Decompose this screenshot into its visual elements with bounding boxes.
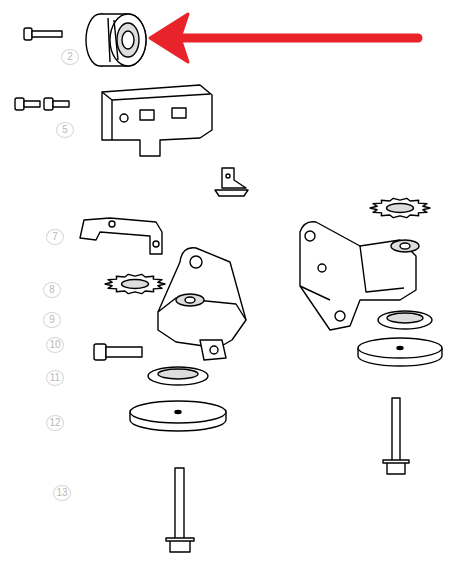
strap-bracket bbox=[80, 218, 162, 254]
washer-teeth bbox=[370, 198, 430, 217]
left-mount bbox=[158, 248, 246, 360]
clip bbox=[215, 168, 248, 196]
callout-number: 9 bbox=[43, 312, 61, 328]
long-bolt bbox=[166, 398, 409, 552]
washer-hole bbox=[387, 204, 414, 213]
bushing bbox=[86, 14, 146, 66]
callout-number: 2 bbox=[61, 49, 79, 65]
bolt bbox=[24, 28, 62, 40]
callout-number: 13 bbox=[53, 485, 71, 501]
washer-hole bbox=[122, 280, 149, 289]
callout-number: 12 bbox=[46, 415, 64, 431]
side-bolt bbox=[94, 344, 142, 360]
callout-number: 8 bbox=[43, 282, 61, 298]
callout-number: 10 bbox=[46, 337, 64, 353]
washer-teeth bbox=[105, 274, 165, 293]
screws bbox=[15, 98, 69, 110]
callout-number: 7 bbox=[46, 229, 64, 245]
pointer-arrow bbox=[150, 14, 418, 62]
callout-number: 5 bbox=[56, 122, 74, 138]
bracket bbox=[102, 85, 212, 156]
callout-number: 11 bbox=[46, 370, 64, 386]
